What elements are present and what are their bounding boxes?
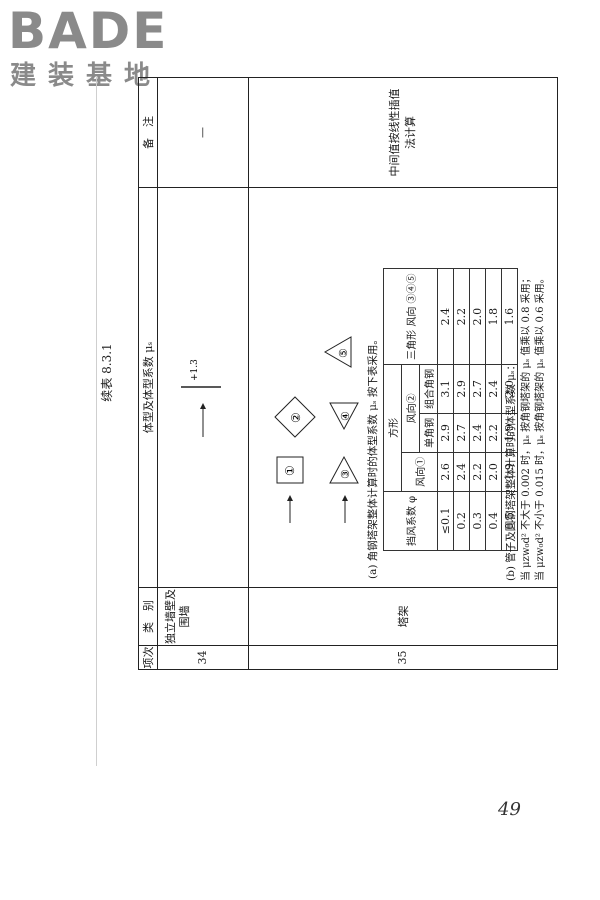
page-number: 49 [498,799,521,820]
cell: 0.2 [453,491,469,551]
angle-steel-coefficient-table: 挡风系数 φ 方形 三角形 风向 ③④⑤ 风向① 风向② 单角钢 组合角钢 [383,268,518,551]
section-a-caption: (a) 角钢塔架整体计算时的体型系数 μₛ 按下表采用。 [366,334,379,579]
cell: 2.7 [469,364,485,414]
cell: 2.9 [437,413,453,453]
cell: 2.0 [469,268,485,365]
section-b-line1: 当 μzw₀d² 不大于 0.002 时，μₛ 按角钢塔架的 μₛ 值乘以 0.… [520,273,532,581]
section-b-title: (b) 管子及圆钢塔架整体计算时的体型系数 μₛ： [504,360,517,581]
square-shape-2 [273,396,316,439]
cell: 2.9 [453,364,469,414]
row-remarks: 中间值按线性插值法计算 [248,77,558,188]
cell: 2.2 [453,268,469,365]
table-row: 35 塔架 ① ② ③ ④ [248,77,558,670]
header-category: 类 别 [138,587,158,646]
shape-label-4: ④ [339,412,352,422]
header-remarks: 备 注 [138,77,158,188]
table-header-row: 项次 类 别 体型及体型系数 μₛ 备 注 [138,77,158,670]
triangle-shape-4 [328,403,359,431]
section-b-line2: 当 μzw₀d² 不小于 0.015 时，μₛ 按角钢塔架的 μₛ 值乘以 0.… [534,273,546,581]
cell: 2.4 [485,364,501,414]
row-remarks: — [157,77,248,188]
shape-label-2: ② [289,413,303,424]
header-wind1: 风向① [401,452,437,492]
arrow-head [341,495,348,502]
wall-diagram-cell: +1.3 [157,187,248,588]
cell: 2.2 [469,452,485,492]
cell: 0.3 [469,491,485,551]
cell: 3.1 [437,364,453,414]
cell: 2.0 [485,452,501,492]
triangle-shape-5 [323,336,351,369]
shape-label-1: ① [283,466,297,477]
cell: 2.4 [437,268,453,365]
header-combined: 组合角钢 [419,364,437,414]
header-square: 方形 [383,364,401,492]
cell: 1.8 [485,268,501,365]
wall-diagram: +1.3 [181,359,222,438]
table-caption: 续表 8.3.1 [100,343,114,402]
square-shape-1 [276,457,303,484]
scan-border-left [96,76,97,766]
header-phi: 挡风系数 φ [383,491,437,551]
cell: 2.2 [485,413,501,453]
cell: 2.4 [469,413,485,453]
tower-cell: ① ② ③ ④ ⑤ (a) 角钢塔架整体计算时的体型系数 μₛ 按下表采用。 [248,187,558,588]
row-category: 塔架 [248,587,558,646]
header-no: 项次 [138,645,158,670]
tower-shapes-diagram: ① ② ③ ④ ⑤ [273,336,359,524]
header-wind2: 风向② [401,364,419,453]
triangle-shape-3 [328,456,359,484]
rotated-page: 续表 8.3.1 项次 类 别 体型及体型系数 μₛ 备 注 34 独立墙壁及围… [100,75,558,670]
row-no: 35 [248,645,558,670]
cell: 1.6 [501,268,517,365]
table-row: 34 独立墙壁及围墙 +1.3 — [157,77,248,670]
shape-label-3: ③ [339,470,352,480]
arrow-head [286,495,293,502]
logo-chinese-text: 建装基地 [10,61,163,91]
wall-coef-plus: +1.3 [190,359,200,381]
coefficient-table: 项次 类 别 体型及体型系数 μₛ 备 注 34 独立墙壁及围墙 +1.3 — [138,77,558,670]
shape-label-5: ⑤ [337,349,350,359]
header-single: 单角钢 [419,413,437,453]
cell: 2.4 [453,452,469,492]
cell: ≤0.1 [437,491,453,551]
header-triangle: 三角形 风向 ③④⑤ [383,268,437,365]
arrow-head [200,403,207,410]
logo-wordmark: BADE [8,2,169,60]
cell: 2.7 [453,413,469,453]
row-no: 34 [157,645,248,670]
row-category: 独立墙壁及围墙 [157,587,248,646]
header-coefficient: 体型及体型系数 μₛ [138,187,158,588]
sub-header-row: 挡风系数 φ 方形 三角形 风向 ③④⑤ [383,268,437,551]
cell: 0.4 [485,491,501,551]
brand-logo: BADE 建装基地 [6,6,181,92]
cell: 2.6 [437,452,453,492]
